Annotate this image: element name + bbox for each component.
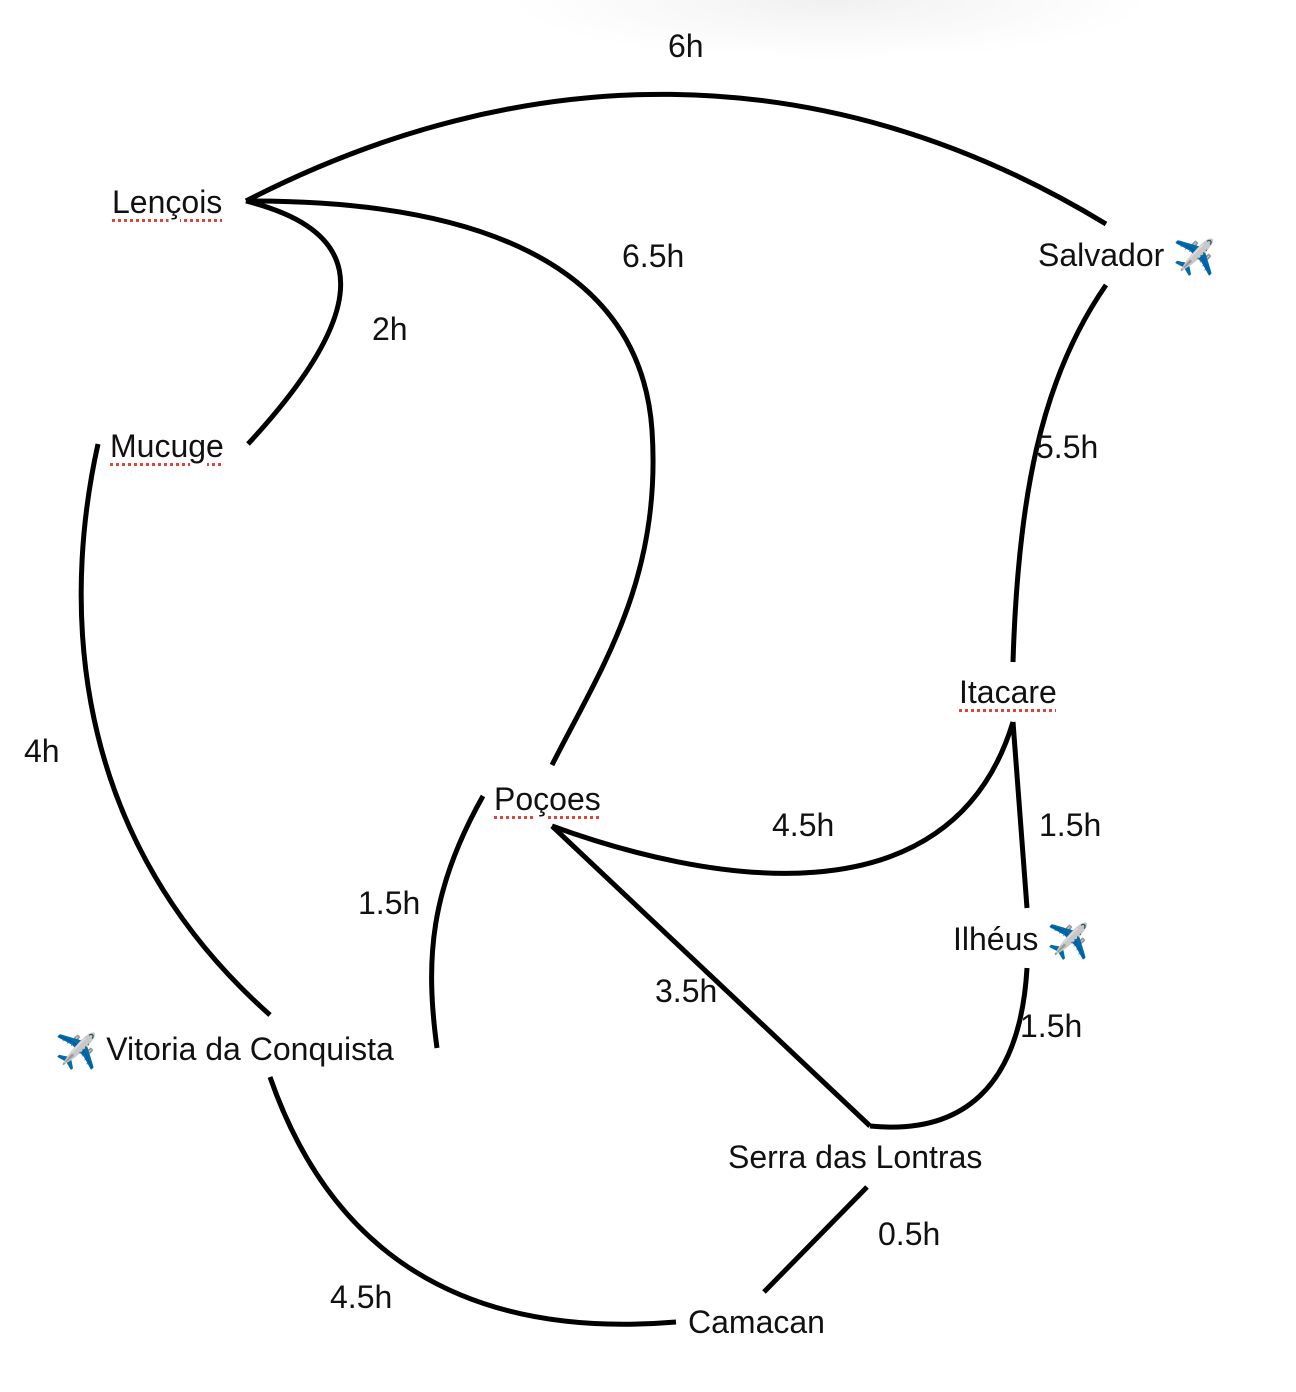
edge-lencois-salvador: [244, 91, 1108, 227]
node-salvador: Salvador ✈️: [1038, 236, 1216, 275]
airplane-icon: ✈️: [1173, 238, 1216, 277]
node-mucuge: Mucuge: [110, 427, 224, 465]
node-label: Vitoria da Conquista: [106, 1031, 394, 1067]
node-itacare: Itacare: [959, 673, 1057, 711]
edge-lencois-pocoes: [245, 198, 656, 767]
edge-pocoes-vitoria: [429, 794, 486, 1049]
edge-label: 6h: [668, 28, 704, 64]
node-label: Salvador: [1038, 237, 1165, 273]
airplane-icon: ✈️: [55, 1032, 98, 1071]
edge-pocoes-serra: [550, 824, 872, 1128]
node-label: Itacare: [959, 674, 1057, 710]
edge-label: 0.5h: [878, 1216, 941, 1252]
edge-label: 4.5h: [772, 807, 835, 843]
node-label: Mucuge: [110, 428, 224, 464]
node-pocoes: Poçoes: [494, 780, 601, 818]
edge-label: 3.5h: [655, 973, 718, 1009]
edge-label: 1.5h: [1020, 1008, 1083, 1044]
node-ilheus: Ilhéus ✈️: [953, 920, 1090, 959]
node-label: Ilhéus: [953, 921, 1039, 957]
edge-label: 5.5h: [1036, 429, 1099, 465]
node-lencois: Lençois: [112, 183, 222, 221]
edge-salvador-itacare: [1010, 283, 1109, 663]
edge-vitoria-camacan: [267, 1076, 677, 1327]
edge-label: 2h: [372, 311, 408, 347]
node-label: Lençois: [112, 184, 223, 220]
node-label: Poçoes: [494, 781, 601, 817]
edge-label: 4h: [24, 733, 60, 769]
edge-mucuge-vitoria: [78, 443, 272, 1017]
edge-ilheus-serra: [869, 967, 1030, 1130]
edge-label: 4.5h: [330, 1279, 393, 1315]
node-label: Camacan: [688, 1304, 825, 1340]
edge-pocoes-itacare: [551, 721, 1016, 876]
edge-serra-camacan: [762, 1185, 869, 1294]
edge-label: 6.5h: [622, 238, 685, 274]
airplane-icon: ✈️: [1047, 922, 1090, 961]
edge-itacare-ilheus: [1010, 721, 1030, 909]
edge-label: 1.5h: [358, 885, 421, 921]
node-serra-das-lontras: Serra das Lontras: [728, 1138, 982, 1176]
edge-lencois-mucuge: [245, 198, 344, 446]
node-vitoria-da-conquista: ✈️ Vitoria da Conquista: [55, 1030, 394, 1069]
edge-label: 1.5h: [1039, 807, 1102, 843]
node-label: Serra das Lontras: [728, 1139, 983, 1175]
node-camacan: Camacan: [688, 1303, 825, 1341]
background-glow: [0, 0, 1296, 60]
